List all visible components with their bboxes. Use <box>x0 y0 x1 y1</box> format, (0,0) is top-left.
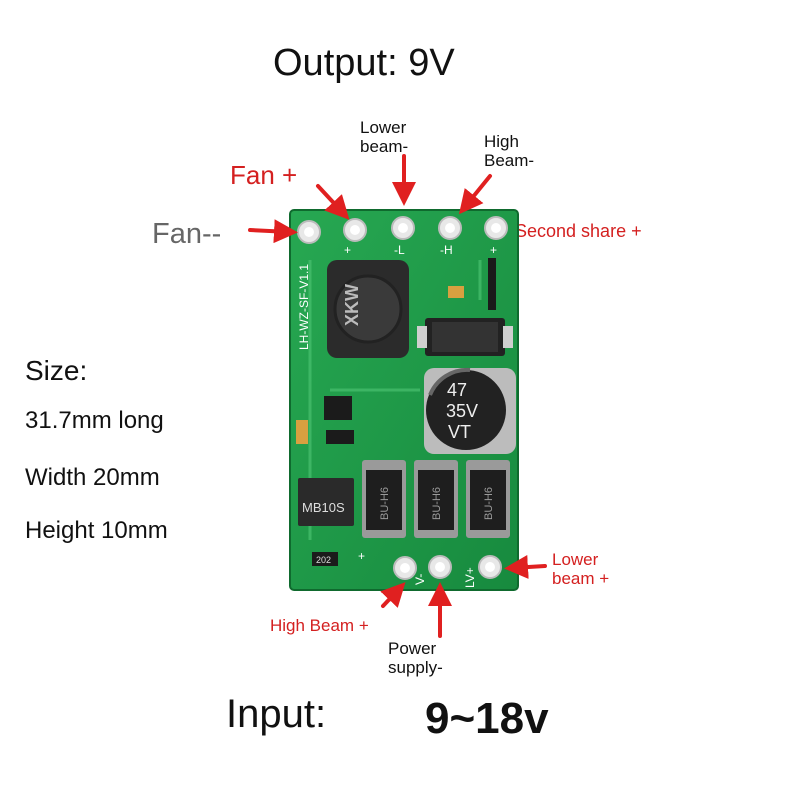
callout-arrows <box>248 154 547 638</box>
transistor <box>324 396 352 420</box>
top-pin-mark-2: -L <box>394 243 405 257</box>
bottom-pin-mark-3: LV+ <box>463 567 477 588</box>
diode-3: BU-H6 <box>466 460 510 538</box>
jumper <box>448 286 464 298</box>
capacitor-line3: VT <box>448 422 471 442</box>
top-pin-mark-4: + <box>490 243 497 257</box>
label-fan-plus: Fan + <box>230 160 298 190</box>
capacitor-line1: 47 <box>447 380 467 400</box>
smd-part-vertical <box>488 258 496 310</box>
bottom-pin-marks: + V- LV+ <box>358 549 477 588</box>
bottom-pins <box>393 555 502 580</box>
input-value: 9~18v <box>425 694 549 743</box>
diode-array: BU-H6 BU-H6 BU-H6 <box>362 460 510 538</box>
electrolytic-capacitor: 47 35V VT <box>424 367 516 454</box>
top-pins <box>297 216 508 244</box>
diode-2-mark: BU-H6 <box>431 487 443 520</box>
arrow-fan-minus <box>248 219 298 244</box>
resistor-r1: 202 <box>312 552 338 566</box>
bottom-pin-mark-1: + <box>358 549 365 563</box>
arrow-high-beam-plus <box>380 582 406 608</box>
label-second-share-plus: Second share + <box>515 221 642 241</box>
capacitor-line2: 35V <box>446 401 478 421</box>
output-title: Output: 9V <box>273 42 455 84</box>
model-silkscreen: LH-WZ-SF-V1.1 <box>297 264 311 350</box>
arrow-high-beam-minus <box>458 174 492 215</box>
label-high-beam-minus-line1: High <box>484 132 519 151</box>
arrow-fan-plus <box>316 184 350 220</box>
label-high-beam-minus-line2: Beam- <box>484 151 535 170</box>
label-lower-beam-plus: Lower beam + <box>552 550 609 588</box>
diode-1: BU-H6 <box>362 460 406 538</box>
top-pin-marks: + -L -H + <box>344 243 497 257</box>
resistor-r3 <box>326 430 354 444</box>
label-power-supply-minus-line2: supply- <box>388 658 443 677</box>
smd-diode-top <box>417 318 513 356</box>
size-width: Width 20mm <box>25 464 160 491</box>
bottom-pin-mark-2: V- <box>413 574 427 585</box>
label-high-beam-plus: High Beam + <box>270 616 369 635</box>
size-heading: Size: <box>25 355 88 386</box>
size-length: 31.7mm long <box>25 407 164 434</box>
diode-3-mark: BU-H6 <box>483 487 495 520</box>
input-label: Input: <box>226 692 327 736</box>
resistor-r1-mark: 202 <box>316 555 331 565</box>
bridge-rectifier: MB10S <box>298 478 354 526</box>
bridge-marking: MB10S <box>302 500 345 515</box>
label-lower-beam-minus-line1: Lower <box>360 118 407 137</box>
label-fan-minus: Fan-- <box>152 218 222 250</box>
label-power-supply-minus: Power supply- <box>388 639 443 677</box>
label-lower-beam-plus-line2: beam + <box>552 569 610 588</box>
arrow-lower-beam-plus <box>504 555 547 580</box>
label-high-beam-minus: High Beam- <box>484 132 534 170</box>
inductor-marking: XKW <box>342 284 362 326</box>
label-lower-beam-minus: Lower beam- <box>360 118 408 156</box>
top-pin-mark-3: -H <box>440 243 453 257</box>
label-power-supply-minus-line1: Power <box>388 639 437 658</box>
resistor-r2 <box>296 420 308 444</box>
inductor: XKW <box>327 260 409 358</box>
label-lower-beam-plus-line1: Lower <box>552 550 599 569</box>
diode-1-mark: BU-H6 <box>379 487 391 520</box>
size-height: Height 10mm <box>25 517 168 544</box>
diode-2: BU-H6 <box>414 460 458 538</box>
top-pin-mark-1: + <box>344 243 351 257</box>
label-lower-beam-minus-line2: beam- <box>360 137 409 156</box>
